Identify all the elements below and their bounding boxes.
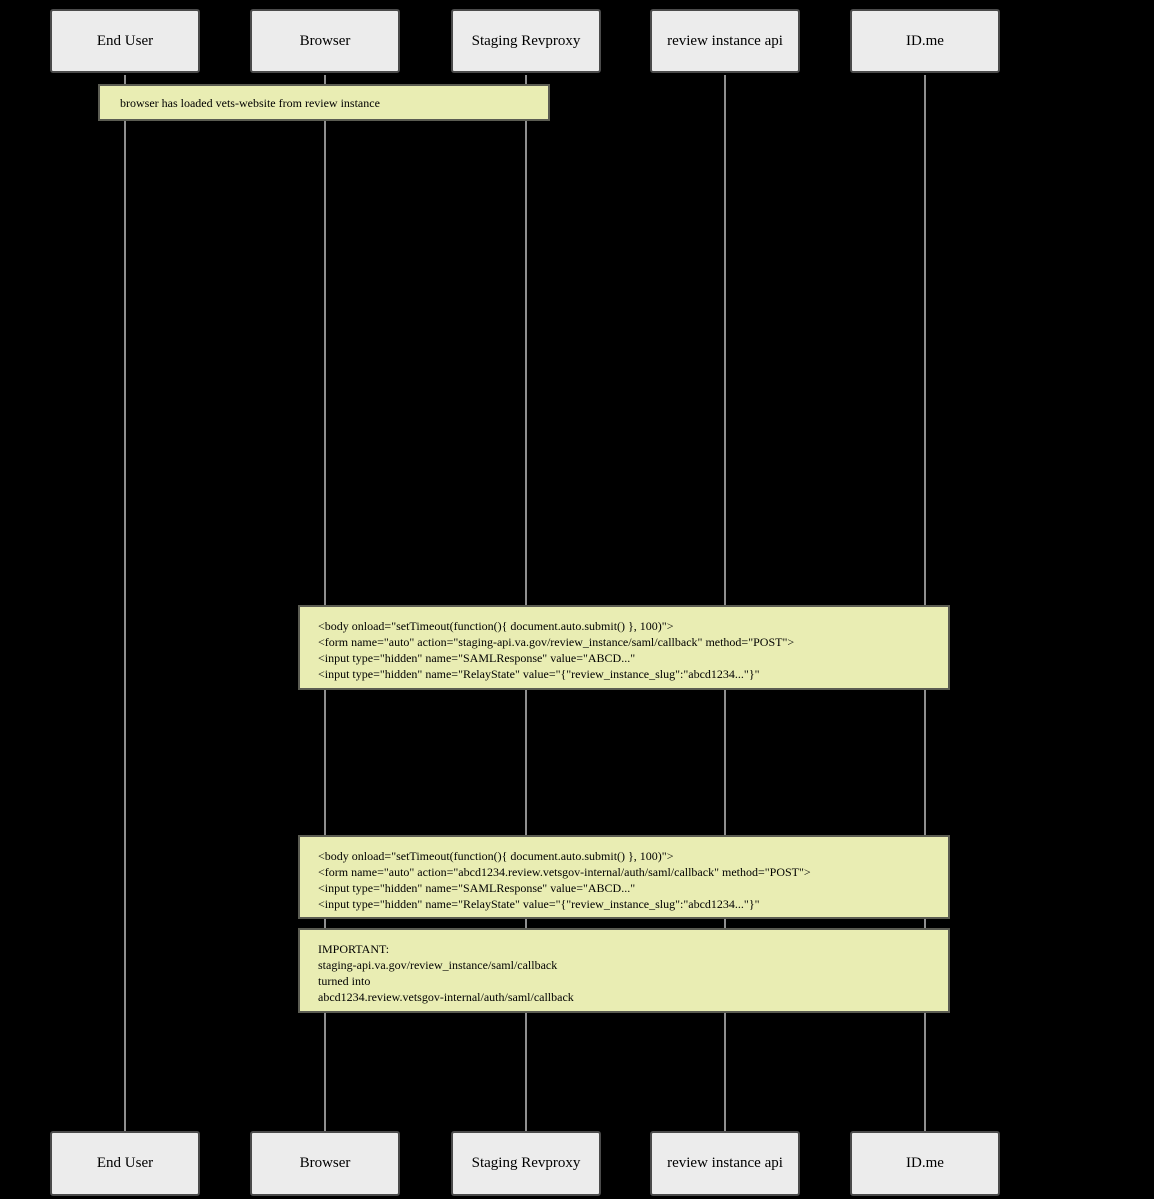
actor-label: review instance api bbox=[667, 32, 783, 49]
actor-bottom-review-instance-api: review instance api bbox=[650, 1131, 800, 1196]
actor-bottom-staging-revproxy: Staging Revproxy bbox=[451, 1131, 601, 1196]
note-browser-loaded: browser has loaded vets-website from rev… bbox=[98, 84, 550, 121]
note-text: <input type="hidden" name="RelayState" v… bbox=[318, 667, 760, 681]
lifeline-browser bbox=[324, 75, 326, 1131]
actor-label: ID.me bbox=[906, 1155, 944, 1171]
note-text: <form name="auto" action="abcd1234.revie… bbox=[318, 865, 811, 879]
note-text: <form name="auto" action="staging-api.va… bbox=[318, 635, 795, 649]
actor-label: ID.me bbox=[906, 32, 944, 49]
note-text: abcd1234.review.vetsgov-internal/auth/sa… bbox=[318, 990, 574, 1004]
note-saml-form-review-instance: <body onload="setTimeout(function(){ doc… bbox=[298, 835, 950, 919]
actor-bottom-end-user: End User bbox=[50, 1131, 200, 1196]
actor-label: End User bbox=[96, 1155, 154, 1171]
actor-top-browser: Browser bbox=[250, 9, 400, 73]
note-text: IMPORTANT: bbox=[318, 942, 390, 956]
lifeline-review-instance-api bbox=[724, 75, 726, 1131]
actor-top-idme: ID.me bbox=[850, 9, 1000, 73]
actor-label: review instance api bbox=[667, 1155, 783, 1171]
note-text: <input type="hidden" name="SAMLResponse"… bbox=[318, 881, 636, 895]
note-text: <body onload="setTimeout(function(){ doc… bbox=[318, 849, 674, 863]
actor-label: End User bbox=[96, 32, 154, 49]
note-text: <body onload="setTimeout(function(){ doc… bbox=[318, 619, 674, 633]
actor-label: Staging Revproxy bbox=[471, 1155, 581, 1171]
note-text: browser has loaded vets-website from rev… bbox=[120, 95, 380, 110]
lifeline-staging-revproxy bbox=[525, 75, 527, 1131]
lifeline-end-user bbox=[124, 75, 126, 1131]
lifeline-idme bbox=[924, 75, 926, 1131]
actor-label: Staging Revproxy bbox=[471, 32, 581, 49]
note-important-url-rewrite: IMPORTANT: staging-api.va.gov/review_ins… bbox=[298, 928, 950, 1013]
actor-top-staging-revproxy: Staging Revproxy bbox=[451, 9, 601, 73]
actor-bottom-idme: ID.me bbox=[850, 1131, 1000, 1196]
actor-label: Browser bbox=[299, 32, 351, 49]
actor-top-review-instance-api: review instance api bbox=[650, 9, 800, 73]
note-text: staging-api.va.gov/review_instance/saml/… bbox=[318, 958, 558, 972]
actor-label: Browser bbox=[299, 1155, 351, 1171]
note-text: <input type="hidden" name="RelayState" v… bbox=[318, 897, 760, 911]
note-text: <input type="hidden" name="SAMLResponse"… bbox=[318, 651, 636, 665]
actor-top-end-user: End User bbox=[50, 9, 200, 73]
actor-bottom-browser: Browser bbox=[250, 1131, 400, 1196]
note-saml-form-staging-api: <body onload="setTimeout(function(){ doc… bbox=[298, 605, 950, 690]
note-text: turned into bbox=[318, 974, 371, 988]
